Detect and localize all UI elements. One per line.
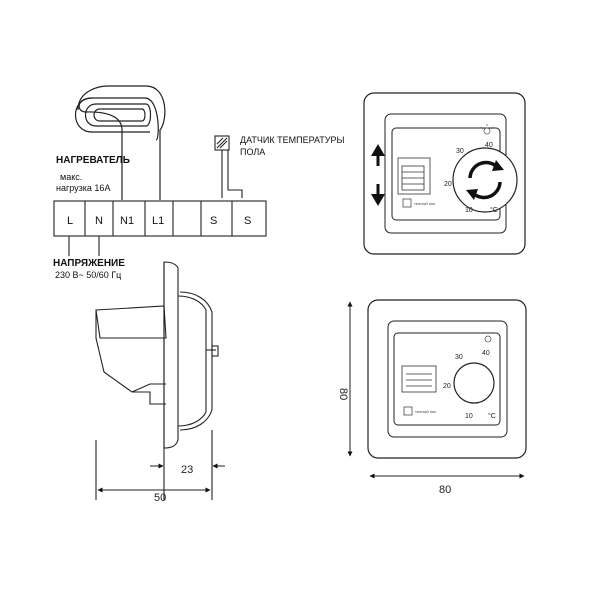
- sensor-label-line1: ДАТЧИК ТЕМПЕРАТУРЫ: [240, 135, 344, 145]
- dim-depth-front: 23: [181, 464, 193, 476]
- front-view-top: 30 40 20 10 °C теплый пол: [363, 92, 526, 255]
- scale-20-b: 20: [443, 383, 451, 390]
- indicator-light-icon-2: [484, 335, 492, 343]
- cover-face-2: [393, 332, 501, 426]
- rotate-arrowhead-up: [492, 160, 504, 171]
- heater-coil-icon: [75, 85, 166, 200]
- supply-wires: [68, 236, 100, 256]
- brand-text: теплый пол: [414, 201, 436, 206]
- terminal-L: L: [67, 215, 73, 227]
- display-window-2: [401, 365, 437, 393]
- floor-sensor-icon: [214, 135, 243, 198]
- display-window: [397, 157, 431, 195]
- scale-40: 40: [485, 142, 493, 149]
- dim-width: 80: [439, 484, 451, 496]
- heater-max-label: макс.: [60, 172, 82, 182]
- temperature-dial-2: [453, 362, 495, 404]
- sensor-label-line2: ПОЛА: [240, 147, 265, 157]
- terminal-N: N: [95, 215, 103, 227]
- heater-title: НАГРЕВАТЕЛЬ: [56, 155, 130, 166]
- rotate-arrowhead-down: [466, 189, 478, 200]
- supply-voltage: 230 В~ 50/60 Гц: [55, 270, 121, 280]
- scale-unit-b: °C: [488, 412, 496, 420]
- brand-logo-icon: [402, 198, 412, 208]
- scale-10-b: 10: [465, 413, 473, 420]
- temperature-dial: [452, 147, 518, 213]
- frame-outer: [363, 92, 526, 255]
- up-down-arrows-icon: [371, 144, 385, 206]
- frame-inner-2: [387, 320, 508, 438]
- indicator-light-icon: [480, 124, 494, 135]
- terminal-S1: S: [210, 215, 217, 227]
- frame-outer-2: [367, 299, 527, 459]
- rotate-arrows-icon: [468, 160, 502, 200]
- scale-unit: °C: [490, 206, 498, 214]
- scale-30: 30: [456, 148, 464, 155]
- scale-20: 20: [444, 181, 452, 188]
- dim-height: 80: [337, 388, 349, 400]
- terminal-S2: S: [244, 215, 251, 227]
- supply-title: НАПРЯЖЕНИЕ: [53, 258, 125, 269]
- brand-text-2: теплый пол: [415, 409, 437, 414]
- side-dimensions: [97, 463, 225, 493]
- side-view: [95, 261, 219, 500]
- scale-30-b: 30: [455, 354, 463, 361]
- front-dimensions: [347, 301, 525, 479]
- front-view-bottom: 30 40 20 10 °C теплый пол 80 80: [337, 299, 527, 496]
- terminal-N1: N1: [120, 215, 134, 227]
- terminal-block: [53, 200, 267, 237]
- scale-40-b: 40: [482, 350, 490, 357]
- wiring-diagram: НАГРЕВАТЕЛЬ макс. нагрузка 16А ДАТЧИК ТЕ…: [53, 85, 344, 280]
- heater-load-label: нагрузка 16А: [56, 183, 110, 193]
- dim-depth-total: 50: [154, 492, 166, 504]
- scale-10: 10: [465, 207, 473, 214]
- brand-logo-icon-2: [403, 406, 413, 416]
- terminal-L1: L1: [152, 215, 164, 227]
